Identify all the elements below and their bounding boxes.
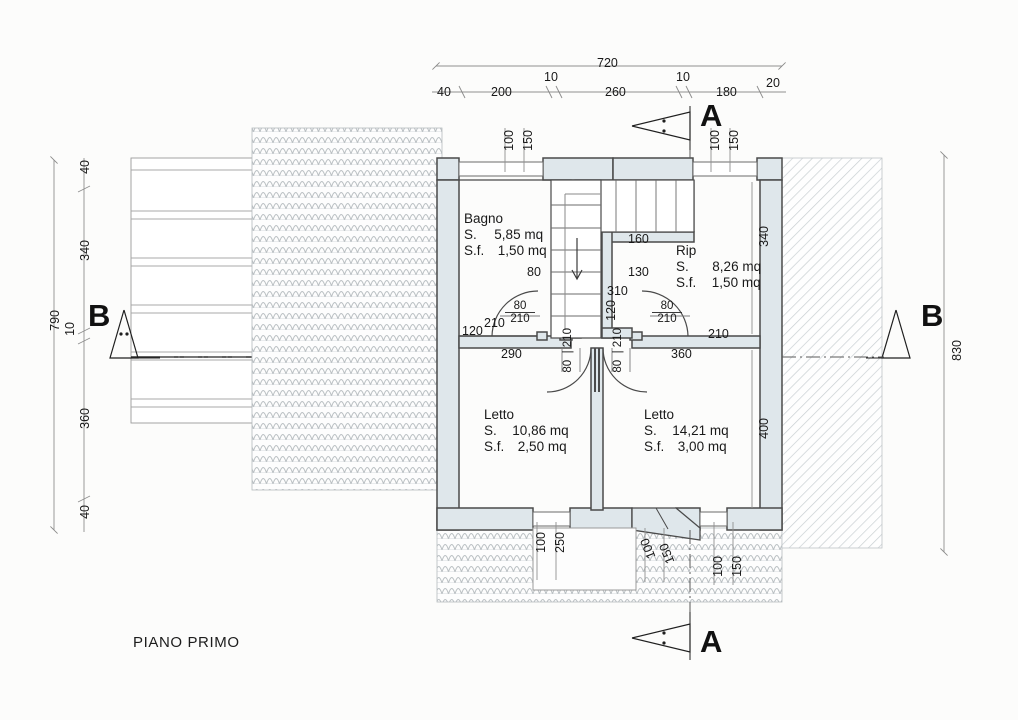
room-label-letto-est: Letto: [644, 407, 675, 422]
dim-top-200: 200: [491, 85, 512, 99]
win-top-left-h: 150: [521, 130, 535, 151]
adjacent-structure-left: [130, 157, 268, 424]
door-dim-rip: 80 210: [650, 300, 684, 325]
room-label-letto-ovest: Letto: [484, 407, 515, 422]
dim-left-40b: 40: [78, 505, 92, 519]
bagno-s-key: S.: [464, 227, 477, 242]
windows: [458, 161, 758, 591]
dim-210-left: 210: [484, 316, 505, 330]
dim-210-right: 210: [708, 327, 729, 341]
room-area-label-letto-ovest: S. 10,86 mq: [484, 423, 569, 439]
bagno-sf-value: 1,50 mq: [497, 243, 547, 258]
rip-sf-key: S.f.: [676, 275, 697, 290]
dim-left-340: 340: [78, 240, 92, 261]
dim-right-total: 830: [950, 340, 964, 361]
adjacent-building-right: [781, 157, 883, 549]
section-marker-b-right: [866, 309, 911, 359]
stair-direction-arrow: [571, 238, 583, 281]
win-bottom-right-w: 100: [711, 556, 725, 577]
letto-est-s-value: 14,21 mq: [672, 423, 729, 438]
page-title: PIANO PRIMO: [133, 634, 240, 651]
dim-left-360: 360: [78, 408, 92, 429]
door-letto-est-sep: |: [612, 350, 624, 354]
room-sf-label-bagno: S.f. 1,50 mq: [464, 243, 547, 259]
dim-top-10a: 10: [544, 70, 558, 84]
door-letto-ovest-height: 210: [562, 328, 574, 348]
dim-left-40a: 40: [78, 160, 92, 174]
room-label-bagno: Bagno: [464, 211, 504, 226]
door-dim-letto-est: 80 | 210: [612, 328, 624, 373]
section-marker-b-left: [109, 309, 160, 359]
dim-290: 290: [501, 347, 522, 361]
building-walls: [436, 157, 783, 531]
letto-ovest-sf-value: 2,50 mq: [517, 439, 567, 454]
section-marker-a-top: [631, 106, 691, 150]
dim-top-40: 40: [437, 85, 451, 99]
staircase: [550, 179, 695, 339]
door-dim-letto-ovest: 80 | 210: [562, 328, 574, 373]
bagno-sf-key: S.f.: [464, 243, 485, 258]
dim-360: 360: [671, 347, 692, 361]
door-rip-width: 80: [660, 300, 674, 312]
door-rip-height: 210: [657, 313, 677, 325]
dim-interior-340: 340: [757, 226, 771, 247]
letto-est-s-key: S.: [644, 423, 657, 438]
dim-top-20: 20: [766, 76, 780, 90]
section-a-top-label: A: [700, 98, 723, 133]
door-letto-est-width: 80: [612, 359, 624, 373]
dim-120-left: 120: [462, 324, 483, 338]
section-marker-a-bottom: [631, 612, 691, 660]
letto-ovest-s-key: S.: [484, 423, 497, 438]
door-bagno-height: 210: [510, 313, 530, 325]
dim-310: 310: [607, 284, 628, 298]
room-area-label-letto-est: S. 14,21 mq: [644, 423, 729, 439]
door-letto-ovest-sep: |: [562, 350, 574, 354]
room-label-rip: Rip: [676, 243, 697, 258]
room-sf-label-letto-est: S.f. 3,00 mq: [644, 439, 727, 455]
bagno-s-value: 5,85 mq: [494, 227, 544, 242]
dimension-lines: [50, 62, 948, 585]
door-dim-bagno: 80 210: [503, 300, 537, 325]
dim-top-10b: 10: [676, 70, 690, 84]
section-b-left-label: B: [88, 298, 111, 333]
rip-sf-value: 1,50 mq: [711, 275, 761, 290]
win-top-right-h: 150: [727, 130, 741, 151]
letto-est-sf-value: 3,00 mq: [677, 439, 727, 454]
door-swings: [491, 290, 689, 393]
roof-tile-area-left: [251, 127, 443, 491]
dim-left-10: 10: [63, 322, 77, 336]
win-bottom-left-w: 100: [534, 532, 548, 553]
door-bagno-width: 80: [513, 300, 527, 312]
letto-ovest-s-value: 10,86 mq: [512, 423, 569, 438]
section-b-right-label: B: [921, 298, 944, 333]
room-sf-label-letto-ovest: S.f. 2,50 mq: [484, 439, 567, 455]
win-top-left-w: 100: [502, 130, 516, 151]
dim-top-260: 260: [605, 85, 626, 99]
rip-s-value: 8,26 mq: [712, 259, 762, 274]
room-sf-label-rip: S.f. 1,50 mq: [676, 275, 761, 291]
section-a-bottom-label: A: [700, 624, 723, 659]
dim-160: 160: [628, 232, 649, 246]
letto-est-sf-key: S.f.: [644, 439, 665, 454]
door-letto-ovest-width: 80: [562, 359, 574, 373]
dim-top-180: 180: [716, 85, 737, 99]
dim-interior-400: 400: [757, 418, 771, 439]
win-bottom-right-h: 150: [730, 556, 744, 577]
win-bottom-left-h: 250: [553, 532, 567, 553]
dim-left-total: 790: [48, 310, 62, 331]
win-top-right-w: 100: [708, 130, 722, 151]
dim-80-bagno: 80: [527, 265, 541, 279]
dim-130: 130: [628, 265, 649, 279]
dim-120-mid: 120: [604, 300, 618, 321]
letto-ovest-sf-key: S.f.: [484, 439, 505, 454]
room-area-label-bagno: S. 5,85 mq: [464, 227, 543, 243]
door-letto-est-height: 210: [612, 328, 624, 348]
dim-top-total: 720: [597, 56, 618, 70]
room-area-label-rip: S. 8,26 mq: [676, 259, 761, 275]
rip-s-key: S.: [676, 259, 689, 274]
